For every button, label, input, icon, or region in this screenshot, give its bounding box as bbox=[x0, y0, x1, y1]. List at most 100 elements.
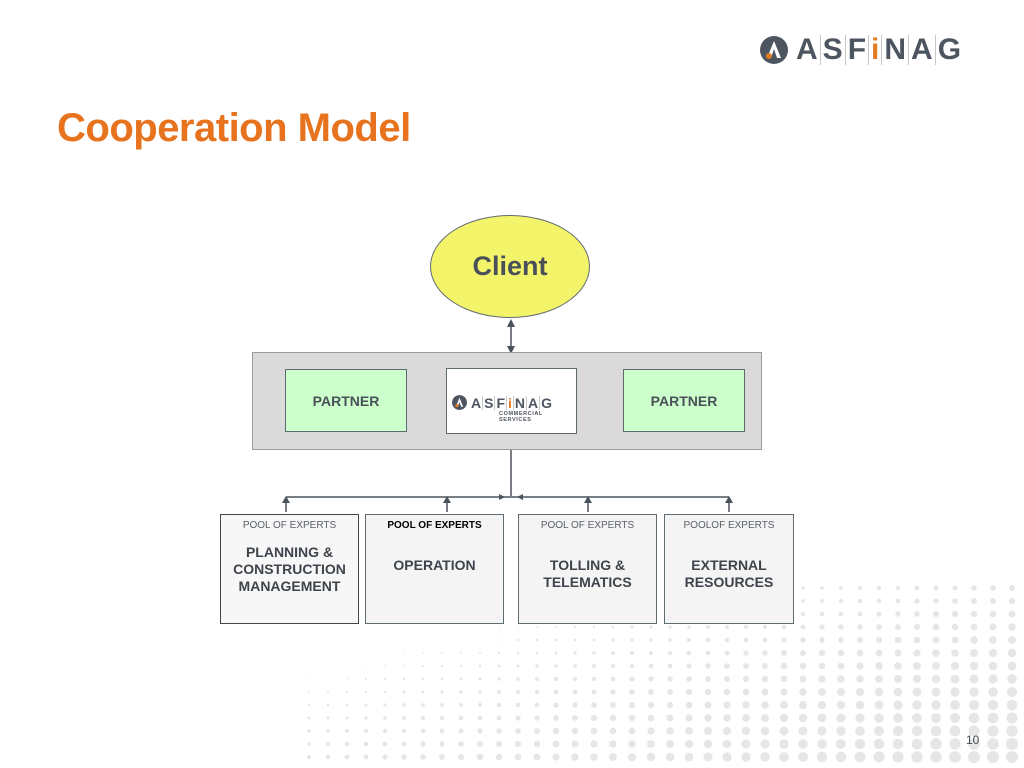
decorative-dot bbox=[706, 625, 710, 629]
decorative-dot bbox=[762, 650, 768, 656]
decorative-dot bbox=[609, 740, 617, 748]
decorative-dot bbox=[573, 638, 577, 642]
pool-title-line: RESOURCES bbox=[684, 574, 774, 590]
decorative-dot bbox=[382, 754, 388, 760]
decorative-dot bbox=[987, 738, 999, 750]
decorative-dot bbox=[684, 739, 694, 749]
decorative-dot bbox=[838, 598, 844, 604]
decorative-dot bbox=[402, 690, 406, 694]
decorative-dot bbox=[592, 664, 596, 668]
decorative-dot bbox=[990, 598, 996, 604]
decorative-dot bbox=[969, 661, 979, 671]
decorative-dot bbox=[930, 751, 942, 763]
decorative-dot bbox=[705, 650, 711, 656]
decorative-dot bbox=[666, 714, 674, 722]
decorative-dot bbox=[799, 662, 807, 670]
asfinag-subtitle: COMMERCIAL SERVICES bbox=[499, 411, 543, 423]
decorative-dot bbox=[931, 674, 941, 684]
decorative-dot bbox=[989, 610, 997, 618]
decorative-dot bbox=[913, 623, 921, 631]
decorative-dot bbox=[498, 626, 500, 628]
decorative-dot bbox=[307, 729, 311, 733]
decorative-dot bbox=[968, 725, 980, 737]
decorative-dot bbox=[836, 713, 846, 723]
decorative-dot bbox=[609, 753, 617, 761]
decorative-dot bbox=[365, 678, 367, 680]
decorative-dot bbox=[552, 753, 560, 761]
decorative-dot bbox=[892, 725, 904, 737]
decorative-dot bbox=[856, 675, 864, 683]
pool-title-line: OPERATION bbox=[393, 557, 476, 573]
decorative-dot bbox=[949, 751, 961, 763]
decorative-dot bbox=[685, 727, 693, 735]
decorative-dot bbox=[779, 739, 789, 749]
decorative-dot bbox=[1006, 699, 1018, 711]
decorative-dot bbox=[836, 739, 846, 749]
decorative-dot bbox=[345, 729, 349, 733]
decorative-dot bbox=[820, 586, 824, 590]
decorative-dot bbox=[913, 662, 921, 670]
decorative-dot bbox=[990, 585, 996, 591]
decorative-dot bbox=[402, 677, 406, 681]
decorative-dot bbox=[477, 702, 483, 708]
decorative-dot bbox=[1008, 597, 1016, 605]
decorative-dot bbox=[457, 753, 465, 761]
decorative-dot bbox=[345, 716, 349, 720]
decorative-dot bbox=[401, 754, 407, 760]
decorative-dot bbox=[798, 726, 808, 736]
decorative-dot bbox=[344, 741, 350, 747]
decorative-dot bbox=[665, 752, 675, 762]
pool-head: POOLOF EXPERTS bbox=[683, 520, 775, 531]
decorative-dot bbox=[723, 701, 731, 709]
decorative-dot bbox=[855, 700, 865, 710]
decorative-dot bbox=[724, 676, 730, 682]
decorative-dot bbox=[630, 651, 634, 655]
decorative-dot bbox=[875, 675, 883, 683]
decorative-dot bbox=[571, 753, 579, 761]
decorative-dot bbox=[383, 677, 387, 681]
decorative-dot bbox=[514, 753, 522, 761]
asfinag-logo-mark-icon bbox=[760, 36, 788, 64]
decorative-dot bbox=[914, 598, 920, 604]
decorative-dot bbox=[421, 677, 425, 681]
asfinag-mark-icon bbox=[452, 395, 467, 410]
pool-arrowhead bbox=[584, 496, 592, 503]
decorative-dot bbox=[535, 677, 539, 681]
decorative-dot bbox=[799, 688, 807, 696]
decorative-dot bbox=[325, 754, 331, 760]
decorative-dot bbox=[800, 611, 806, 617]
decorative-dot bbox=[403, 665, 405, 667]
decorative-dot bbox=[969, 674, 979, 684]
decorative-dot bbox=[363, 741, 369, 747]
decorative-dot bbox=[345, 703, 349, 707]
pool-planning: POOL OF EXPERTS PLANNING & CONSTRUCTION … bbox=[220, 514, 359, 624]
decorative-dot bbox=[686, 650, 692, 656]
decorative-dot bbox=[837, 649, 845, 657]
decorative-dot bbox=[647, 701, 655, 709]
decorative-dot bbox=[725, 625, 729, 629]
decorative-dot bbox=[609, 727, 617, 735]
decorative-dot bbox=[816, 751, 828, 763]
decorative-dot bbox=[951, 623, 959, 631]
decorative-dot bbox=[857, 611, 863, 617]
decorative-dot bbox=[949, 738, 961, 750]
decorative-dot bbox=[573, 625, 577, 629]
decorative-dot bbox=[307, 742, 311, 746]
decorative-dot bbox=[441, 652, 443, 654]
decorative-dot bbox=[780, 701, 788, 709]
decorative-dot bbox=[685, 701, 693, 709]
decorative-dot bbox=[590, 727, 598, 735]
decorative-dot bbox=[875, 662, 883, 670]
decorative-dot bbox=[684, 752, 694, 762]
decorative-dot bbox=[552, 727, 560, 735]
decorative-dot bbox=[535, 651, 539, 655]
decorative-dot bbox=[987, 751, 999, 763]
decorative-dot bbox=[930, 738, 942, 750]
decorative-dot bbox=[687, 625, 691, 629]
decorative-dot bbox=[458, 715, 464, 721]
decorative-dot bbox=[894, 649, 902, 657]
pool-external: POOLOF EXPERTS EXTERNAL RESOURCES bbox=[664, 514, 794, 624]
decorative-dot bbox=[515, 689, 521, 695]
decorative-dot bbox=[420, 754, 426, 760]
decorative-dot bbox=[402, 703, 406, 707]
